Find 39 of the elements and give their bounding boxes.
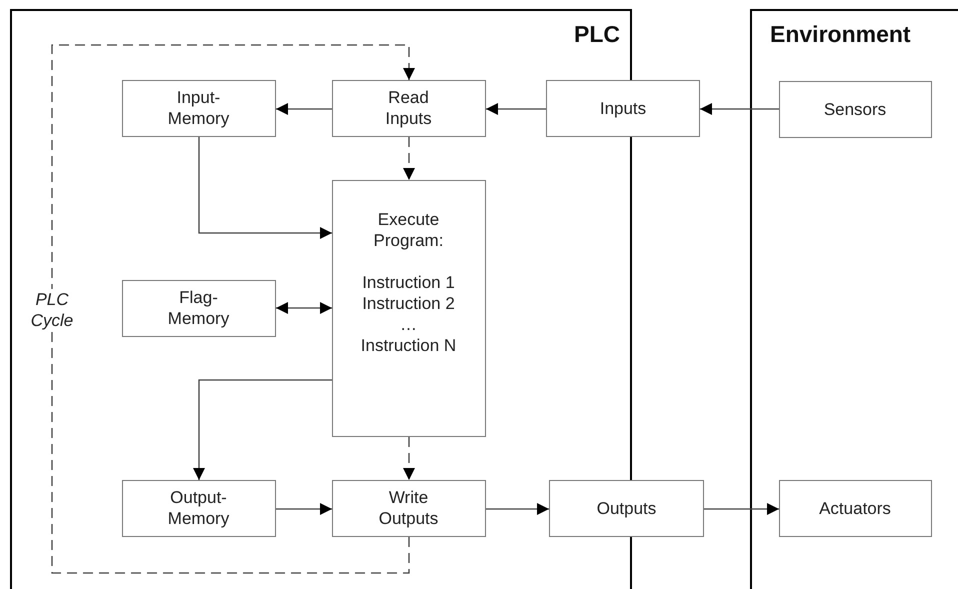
dashed-arrow xyxy=(403,137,415,180)
process-box xyxy=(332,180,486,436)
box-label: Outputs xyxy=(596,498,656,519)
box-text: Instruction 2 xyxy=(362,292,455,314)
arrow xyxy=(193,379,332,480)
process-box xyxy=(122,80,276,136)
dashed-arrow xyxy=(51,44,415,574)
process-box xyxy=(122,280,276,336)
box-label: Flag-Memory xyxy=(166,287,230,329)
dashed-arrow xyxy=(403,437,415,480)
box-heading: Execute Program: xyxy=(372,208,444,250)
panel-title: PLC xyxy=(574,21,620,48)
box-label: Input-Memory xyxy=(166,87,230,129)
arrow xyxy=(276,103,332,115)
arrow xyxy=(704,503,779,515)
arrow xyxy=(486,103,546,115)
arrow xyxy=(276,302,332,314)
box-label: Inputs xyxy=(600,98,646,119)
box-text: Instruction 1 xyxy=(362,272,455,292)
box-text: … xyxy=(400,314,417,334)
process-box xyxy=(546,80,700,137)
box-label: Read Inputs xyxy=(384,87,433,129)
process-box xyxy=(549,480,704,537)
box-label: Write Outputs xyxy=(378,487,440,529)
process-box xyxy=(332,480,486,536)
arrow xyxy=(700,103,779,115)
process-box xyxy=(778,480,932,536)
box-label: Sensors xyxy=(824,98,886,120)
panel-title: Environment xyxy=(770,21,911,48)
box-text: Instruction N xyxy=(360,334,456,356)
box-label: Output-Memory xyxy=(166,487,230,529)
process-box xyxy=(122,480,276,536)
region-panel xyxy=(750,9,958,589)
process-box xyxy=(778,80,932,138)
arrow xyxy=(198,137,332,239)
arrow xyxy=(276,503,332,515)
box-label: Actuators xyxy=(819,498,891,518)
arrow xyxy=(486,503,549,515)
process-box xyxy=(332,80,486,136)
